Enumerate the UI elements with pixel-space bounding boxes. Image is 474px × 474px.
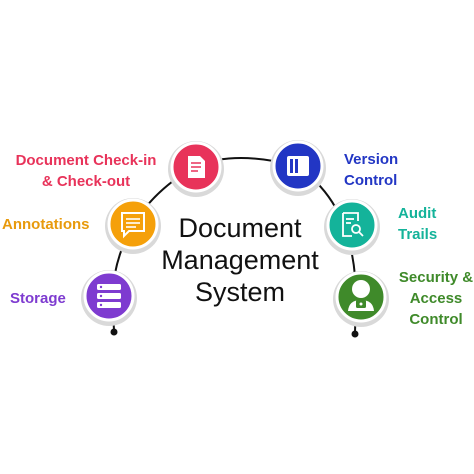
node-security: Security & Access Control (333, 269, 473, 328)
node-label-line: Annotations (2, 216, 90, 233)
server-icon (97, 284, 121, 308)
title-line-2: Management (161, 245, 319, 275)
note-icon (121, 212, 145, 239)
node-label-line: Access (410, 290, 463, 307)
arc-end-dot-left (110, 328, 118, 336)
node-version: Version Control (270, 140, 398, 196)
node-circle (326, 199, 378, 251)
user-lock-icon (348, 280, 374, 311)
diagram-title: Document Management System (161, 213, 319, 307)
node-label-line: Storage (10, 290, 66, 307)
node-checkin: Document Check-in & Check-out (16, 141, 224, 197)
arc-end-dot-right (351, 330, 359, 338)
node-label-line: Audit (398, 205, 436, 222)
node-label-line: Security & (399, 269, 473, 286)
version-icon (287, 156, 309, 176)
title-line-1: Document (178, 213, 302, 243)
node-storage: Storage (10, 270, 137, 326)
document-icon (188, 156, 205, 178)
node-annotations: Annotations (2, 198, 161, 254)
audit-search-icon (342, 212, 364, 237)
node-audit: Audit Trails (324, 199, 437, 255)
node-label-line: Control (344, 172, 397, 189)
node-circle (107, 198, 159, 250)
node-label-line: & Check-out (42, 173, 130, 190)
node-label-line: Version (344, 151, 398, 168)
title-line-3: System (195, 277, 285, 307)
node-label-line: Trails (398, 226, 437, 243)
node-label-line: Control (409, 311, 462, 328)
node-label-line: Document Check-in (16, 152, 157, 169)
